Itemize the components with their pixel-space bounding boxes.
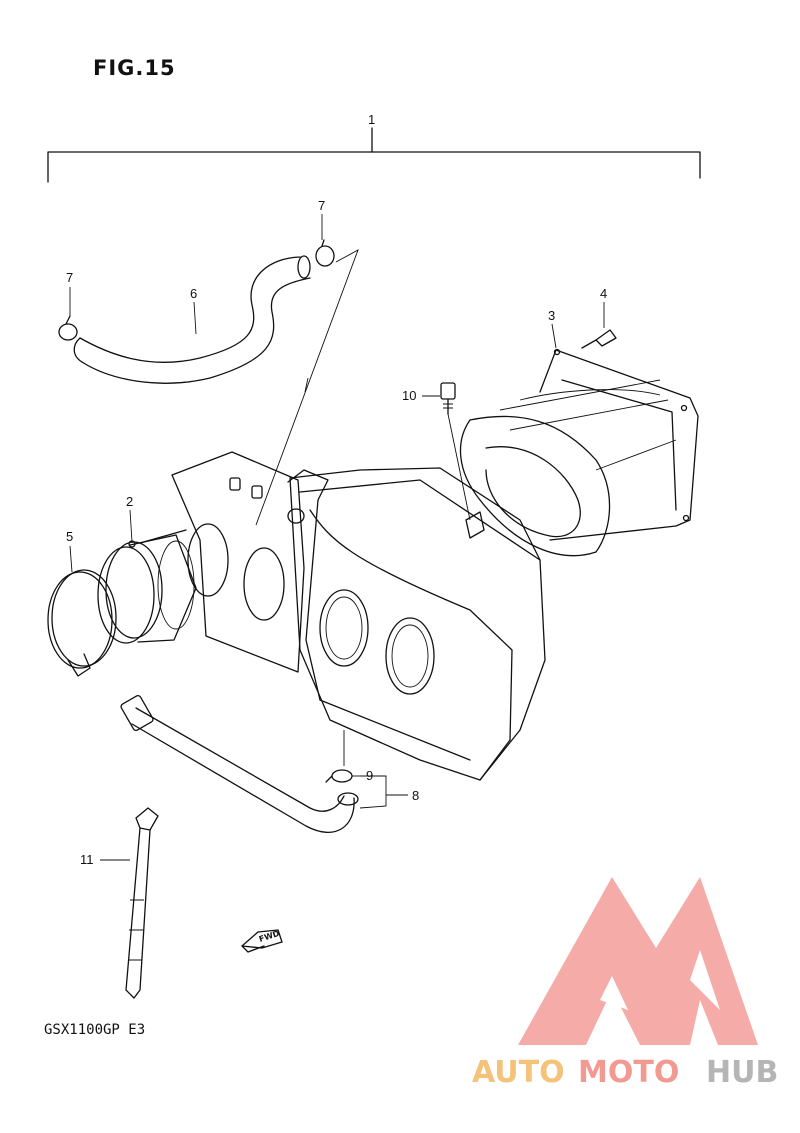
watermark-text: AUTO MOTO HUB <box>472 1055 778 1090</box>
callout-5: 5 <box>66 529 73 544</box>
watermark-logo <box>518 877 758 1045</box>
callout-9: 9 <box>366 768 373 783</box>
callout-2: 2 <box>126 494 133 509</box>
callout-7-right: 7 <box>318 198 325 213</box>
callout-7-left: 7 <box>66 270 73 285</box>
air-cleaner-housing <box>171 451 546 781</box>
fwd-arrow-icon: FWD <box>241 929 283 953</box>
model-code: GSX1100GP E3 <box>44 1022 146 1038</box>
hose-clamp-left <box>58 315 78 341</box>
callouts: 1 2 3 4 5 6 7 7 8 9 10 11 <box>66 112 607 867</box>
screw <box>581 329 617 349</box>
drain-clip <box>325 769 353 783</box>
drain-tube <box>120 694 359 833</box>
callout-10: 10 <box>402 388 416 403</box>
air-filter-element <box>459 348 699 557</box>
assembly-bracket <box>47 127 701 183</box>
hose-clamp-right <box>315 239 335 267</box>
cable-tie <box>125 807 159 999</box>
watermark-hub: HUB <box>706 1055 778 1090</box>
callout-6: 6 <box>190 286 197 301</box>
figure-title: FIG.15 <box>93 56 176 80</box>
callout-11: 11 <box>80 852 94 867</box>
callout-3: 3 <box>548 308 555 323</box>
intake-boot <box>97 529 197 644</box>
bolt <box>440 382 456 415</box>
callout-8: 8 <box>412 788 419 803</box>
band-clamp <box>47 569 117 677</box>
watermark-moto: MOTO <box>578 1055 679 1090</box>
watermark-auto: AUTO <box>472 1055 565 1090</box>
callout-4: 4 <box>600 286 607 301</box>
callout-1: 1 <box>368 112 375 127</box>
breather-hose <box>73 255 311 384</box>
